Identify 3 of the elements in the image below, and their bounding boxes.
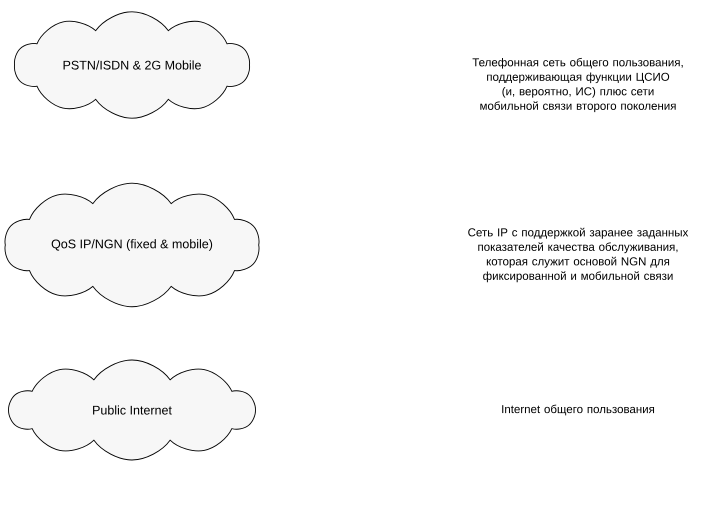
description-text: Телефонная сеть общего пользования, поддерживающая функции ЦСИО (и, вероятно, ИС) плюс сети мобильной связи второго поколения xyxy=(472,58,683,112)
description-text: Сеть IP с поддержкой заранее заданных показателей качества обслуживания, которая служит основой NGN для фиксированной и мобильной связи xyxy=(468,228,688,282)
description-text: Internet общего пользования xyxy=(502,404,654,416)
